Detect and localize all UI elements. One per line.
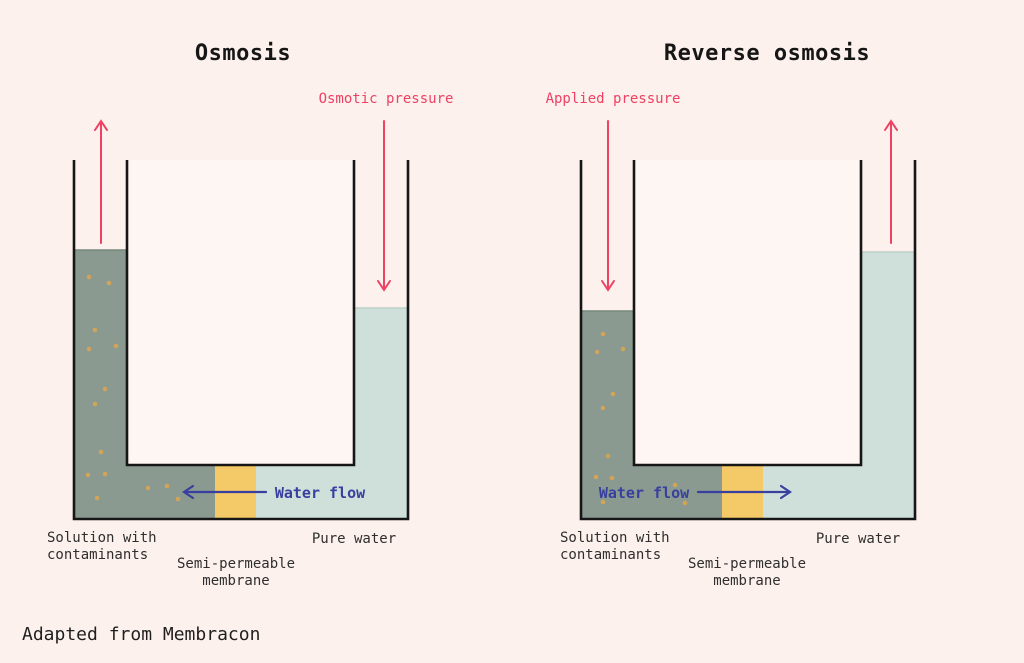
contaminant-dot <box>594 349 600 355</box>
pressure-label: Applied pressure <box>545 91 681 107</box>
tube-outline-inner <box>632 160 863 467</box>
contaminant-dot <box>609 475 615 481</box>
arrow-head-icon <box>182 484 195 500</box>
arrow-head-icon <box>779 484 792 500</box>
pure-water-label: Pure water <box>815 531 901 547</box>
solution-label: Solution with contaminants <box>560 530 670 563</box>
contaminant-dot <box>92 401 98 407</box>
diagram-reverse-osmosis: Reverse osmosis Applied pressure Water f… <box>507 0 1024 663</box>
tube-interior <box>634 160 861 465</box>
contaminant-dot <box>605 453 611 459</box>
contaminant-dot <box>102 471 108 477</box>
contaminant-dot <box>94 495 100 501</box>
tube-outline-outer <box>72 160 410 521</box>
contaminant-dot <box>593 474 599 480</box>
u-tube-figure <box>72 119 410 521</box>
contaminant-dot <box>86 274 92 280</box>
contaminant-dot <box>600 331 606 337</box>
contaminant-dot <box>145 485 151 491</box>
water-flow-label: Water flow <box>598 484 690 502</box>
credit-text: Adapted from Membracon <box>22 624 261 645</box>
diagram-title: Reverse osmosis <box>663 41 871 66</box>
tube-interior <box>127 160 354 465</box>
pressure-label: Osmotic pressure <box>318 91 454 107</box>
solution-label: Solution with contaminants <box>47 530 157 563</box>
tube-outline-outer <box>579 160 917 521</box>
contaminant-dot <box>620 346 626 352</box>
diagram-osmosis: Osmosis Osmotic pressure Water flow Solu… <box>47 41 454 589</box>
tube-outline-inner <box>125 160 356 467</box>
diagram-title: Osmosis <box>194 41 292 66</box>
contaminant-dot <box>175 496 181 502</box>
contaminant-dot <box>600 499 606 505</box>
arrow-head-icon <box>94 119 108 131</box>
contaminant-dot <box>600 405 606 411</box>
u-tube-figure <box>579 119 917 521</box>
contaminant-dot <box>98 449 104 455</box>
solution-fill <box>74 250 215 519</box>
contaminant-dot <box>682 500 688 506</box>
contaminant-dot <box>86 346 92 352</box>
arrow-head-icon <box>884 119 898 131</box>
contaminant-dot <box>92 327 98 333</box>
pure-water-fill <box>763 252 915 519</box>
contaminant-dot <box>610 391 616 397</box>
arrow-head-icon <box>601 280 615 292</box>
water-flow-label: Water flow <box>274 484 366 502</box>
pure-water-label: Pure water <box>311 531 397 547</box>
contaminant-dot <box>164 483 170 489</box>
contaminant-dot <box>113 343 119 349</box>
contaminant-dot <box>85 472 91 478</box>
contaminant-dot <box>672 482 678 488</box>
solution-fill <box>581 311 722 519</box>
membrane-label: Semi-permeable membrane <box>687 556 807 589</box>
arrow-head-icon <box>377 280 391 292</box>
membrane-label: Semi-permeable membrane <box>176 556 296 589</box>
contaminant-dot <box>102 386 108 392</box>
contaminant-dot <box>106 280 112 286</box>
